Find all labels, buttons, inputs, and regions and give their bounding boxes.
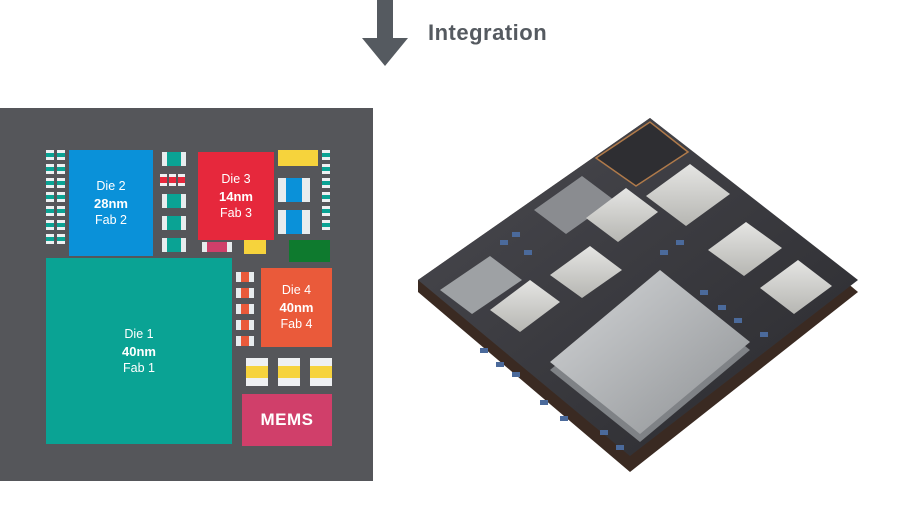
passive-component bbox=[46, 178, 54, 188]
passive-component bbox=[322, 206, 330, 216]
package-diagram: Die 2 28nm Fab 2 Die 3 14nm Fab 3 Die 1 … bbox=[0, 108, 373, 481]
die-2-fab: Fab 2 bbox=[95, 212, 127, 227]
down-arrow-icon bbox=[362, 0, 408, 66]
passive-component bbox=[162, 238, 186, 252]
passive-component bbox=[278, 150, 318, 166]
passive-component bbox=[244, 240, 266, 254]
passive-component bbox=[322, 178, 330, 188]
passive-component bbox=[162, 216, 186, 230]
passive-component bbox=[322, 150, 330, 160]
mems-label: MEMS bbox=[260, 410, 314, 429]
passive-component bbox=[236, 304, 254, 314]
die-2-name: Die 2 bbox=[96, 178, 126, 193]
passive-component bbox=[46, 220, 54, 230]
passive-component bbox=[310, 358, 332, 386]
die-4-block: Die 4 40nm Fab 4 bbox=[261, 268, 332, 347]
passive-component bbox=[246, 358, 268, 386]
die-1-block: Die 1 40nm Fab 1 bbox=[46, 258, 232, 444]
passive-component bbox=[57, 178, 65, 188]
die-1-node: 40nm bbox=[122, 343, 156, 359]
die-3-fab: Fab 3 bbox=[220, 205, 252, 220]
passive-component bbox=[278, 358, 300, 386]
die-3-node: 14nm bbox=[219, 188, 253, 204]
die-4-fab: Fab 4 bbox=[280, 317, 313, 331]
passive-component bbox=[278, 178, 310, 202]
die-1-name: Die 1 bbox=[124, 326, 154, 341]
passive-component bbox=[57, 192, 65, 202]
die-4-node: 40nm bbox=[279, 300, 314, 315]
passive-component bbox=[322, 192, 330, 202]
passive-component bbox=[46, 234, 54, 244]
passive-component bbox=[162, 152, 186, 166]
passive-component bbox=[322, 220, 330, 230]
passive-component bbox=[289, 240, 330, 262]
passive-component bbox=[57, 234, 65, 244]
passive-component bbox=[322, 164, 330, 174]
passive-component bbox=[236, 288, 254, 298]
passive-component bbox=[46, 192, 54, 202]
passive-component bbox=[46, 164, 54, 174]
passive-component bbox=[160, 174, 186, 186]
passive-component bbox=[202, 242, 232, 252]
die-3-block: Die 3 14nm Fab 3 bbox=[198, 152, 274, 240]
passive-component bbox=[57, 206, 65, 216]
die-4-name: Die 4 bbox=[281, 283, 312, 297]
passive-component bbox=[278, 210, 310, 234]
mems-block: MEMS bbox=[242, 394, 332, 446]
integration-label: Integration bbox=[428, 20, 548, 45]
die-1-fab: Fab 1 bbox=[123, 360, 155, 375]
passive-component bbox=[57, 220, 65, 230]
passive-component bbox=[236, 336, 254, 346]
passive-component bbox=[57, 164, 65, 174]
module-photo bbox=[418, 118, 858, 472]
passive-component bbox=[236, 320, 254, 330]
die-2-node: 28nm bbox=[94, 195, 128, 211]
die-2-block: Die 2 28nm Fab 2 bbox=[69, 150, 153, 256]
passive-component bbox=[46, 206, 54, 216]
die-3-name: Die 3 bbox=[221, 171, 251, 186]
passive-component bbox=[57, 150, 65, 160]
passive-component bbox=[46, 150, 54, 160]
passive-component bbox=[236, 272, 254, 282]
passive-component bbox=[162, 194, 186, 208]
